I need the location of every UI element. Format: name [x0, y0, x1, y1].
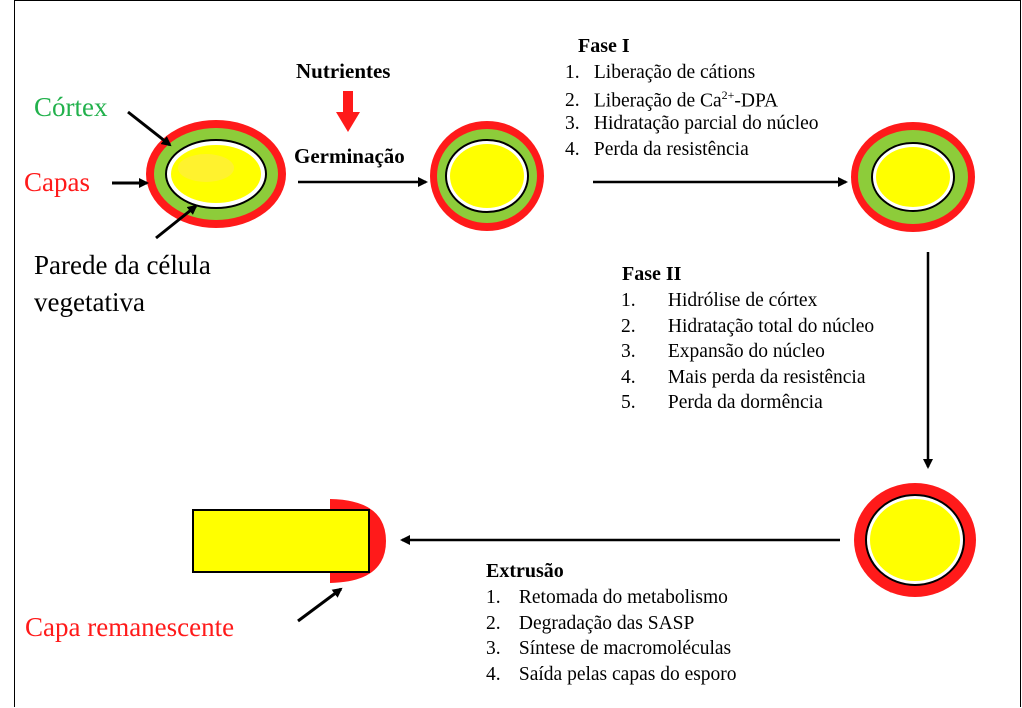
list-item: 2. Liberação de Ca2+-DPA [565, 87, 779, 112]
capa-remanescente-label: Capa remanescente [25, 612, 235, 642]
fase2-title: Fase II [622, 263, 682, 285]
list-item: 1. Hidrólise de córtex [621, 290, 818, 311]
list-item: 4. Perda da resistência [565, 138, 749, 160]
list-item: 4. Mais perda da resistência [621, 366, 866, 388]
list-item: 3. Expansão do núcleo [621, 341, 825, 362]
list-item: 2. Hidratação total do núcleo [621, 315, 875, 337]
list-item: 2. Degradação das SASP [486, 612, 695, 634]
list-item: 4. Saída pelas capas do esporo [486, 663, 737, 685]
fase1-title: Fase I [578, 35, 630, 57]
remnant-pointer [297, 587, 343, 623]
cell-wall-label-line2: vegetativa [34, 287, 145, 317]
spore-stage-3 [851, 122, 975, 232]
capas-label: Capas [24, 167, 90, 197]
nutrients-arrow [336, 91, 360, 132]
vegetative-cell [192, 499, 386, 583]
cell-wall-label-line1: Parede da célula [34, 250, 211, 280]
figure-frame [14, 0, 1021, 707]
cortex-label: Córtex [34, 92, 108, 122]
list-item: 3. Síntese de macromoléculas [486, 638, 732, 659]
extrusao-title: Extrusão [486, 560, 564, 582]
cell-body [192, 509, 370, 573]
cortex-pointer [127, 110, 172, 147]
fase2-list: 1. Hidrólise de córtex 2. Hidratação tot… [621, 290, 874, 418]
list-item: 3. Hidratação parcial do núcleo [565, 113, 819, 134]
list-item: 5. Perda da dormência [621, 392, 823, 413]
spore-stage-2 [430, 121, 544, 231]
germinacao-label: Germinação [294, 144, 405, 168]
list-item: 1. Retomada do metabolismo [486, 587, 728, 608]
fase1-list: 1. Liberação de cátions 2. Liberação de … [565, 62, 819, 164]
extrusao-list: 1. Retomada do metabolismo 2. Degradação… [486, 587, 737, 689]
nutrientes-label: Nutrientes [296, 59, 391, 83]
spore-stage-4 [854, 483, 976, 597]
cell-wall-pointer [155, 204, 198, 240]
list-item: 1. Liberação de cátions [565, 62, 756, 83]
dormant-spore [146, 120, 286, 228]
core-highlight [178, 154, 234, 182]
